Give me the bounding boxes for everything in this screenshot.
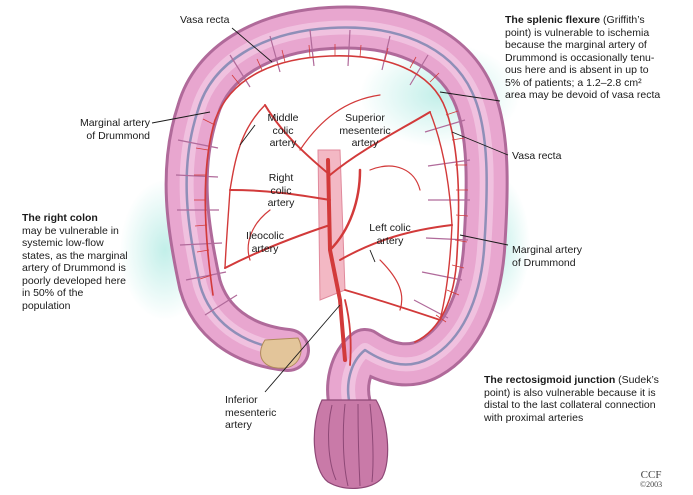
note-line: Drummond is occasionally tenu- [505,51,655,64]
haustra [175,29,471,319]
label-vasa-recta-right: Vasa recta [512,150,562,162]
cecum [260,337,302,369]
label-line: colic [270,184,292,197]
label-marginal-artery-left: Marginal artery of Drummond [65,117,150,142]
credit-org: CCF [640,469,662,481]
note-line: ous here and is absent in up to [505,64,649,76]
note-text: (Griffith’s [600,14,645,26]
note-splenic-flexure: The splenic flexure (Griffith’s point) i… [505,14,690,102]
note-line: distal to the last collateral connection [484,399,656,411]
label-line: Inferior [225,394,258,406]
colon [164,5,509,427]
note-line: artery of Drummond is [22,262,126,274]
label-line: artery [251,242,279,255]
label-line: artery [376,234,404,247]
note-line: area may be devoid of vasa recta [505,89,661,101]
note-line: 5% of patients; a 1.2–2.8 cm² [505,76,642,89]
note-right-colon: The right colon may be vulnerable in sys… [22,212,152,312]
label-line: artery [351,137,379,149]
label-line: of Drummond [86,129,150,142]
label-line: mesenteric [225,406,277,419]
note-line: states, as the marginal [22,249,128,262]
note-text: (Sudek’s [615,374,659,386]
label-line: artery [267,197,295,209]
label-line: Left colic [369,222,411,234]
note-line: systemic low-flow [22,237,104,249]
label-right-colic-artery: Right colic artery [262,172,300,210]
note-line: in 50% of the [22,287,84,299]
note-title: The right colon [22,212,98,224]
note-line: poorly developed here [22,274,126,287]
note-line: because the marginal artery of [505,39,647,51]
note-title: The splenic flexure [505,14,601,26]
note-title: The rectosigmoid junction [484,374,616,386]
note-line: population [22,299,71,312]
label-line: colic [272,124,294,137]
label-line: Superior [345,112,385,124]
note-line: may be vulnerable in [22,224,119,237]
label-inferior-mesenteric-artery: Inferior mesenteric artery [225,394,276,432]
label-left-colic-artery: Left colic artery [363,222,417,247]
arteries [204,55,460,366]
label-line: artery [225,419,252,431]
label-marginal-artery-right: Marginal artery of Drummond [512,244,582,269]
label-line: Marginal artery [512,244,583,256]
label-line: mesenteric [339,124,391,137]
rectum [313,399,389,489]
note-line: The rectosigmoid junction (Sudek’s [484,374,689,387]
note-rectosigmoid-junction: The rectosigmoid junction (Sudek’s point… [484,374,689,424]
note-line: with proximal arteries [484,411,584,424]
label-superior-mesenteric-artery: Superior mesenteric artery [336,112,394,150]
label-vasa-recta-top: Vasa recta [180,14,230,26]
leader-lines [151,27,509,393]
vasa-recta [194,44,469,323]
label-line: Middle [267,112,299,124]
label-ileocolic-artery: Ileocolic artery [238,230,292,255]
credit-year: ©2003 [640,480,663,489]
label-line: Ileocolic [246,230,284,242]
note-line: point) is vulnerable to ischemia [505,26,650,39]
credit: CCF ©2003 [640,470,662,490]
label-middle-colic-artery: Middle colic artery [262,112,304,150]
note-line: point) is also vulnerable because it is [484,386,656,399]
label-line: artery [269,137,297,149]
label-line: of Drummond [512,256,576,269]
note-line: The splenic flexure (Griffith’s [505,14,690,27]
label-line: Right [268,172,294,184]
label-line: Marginal artery [79,117,150,129]
